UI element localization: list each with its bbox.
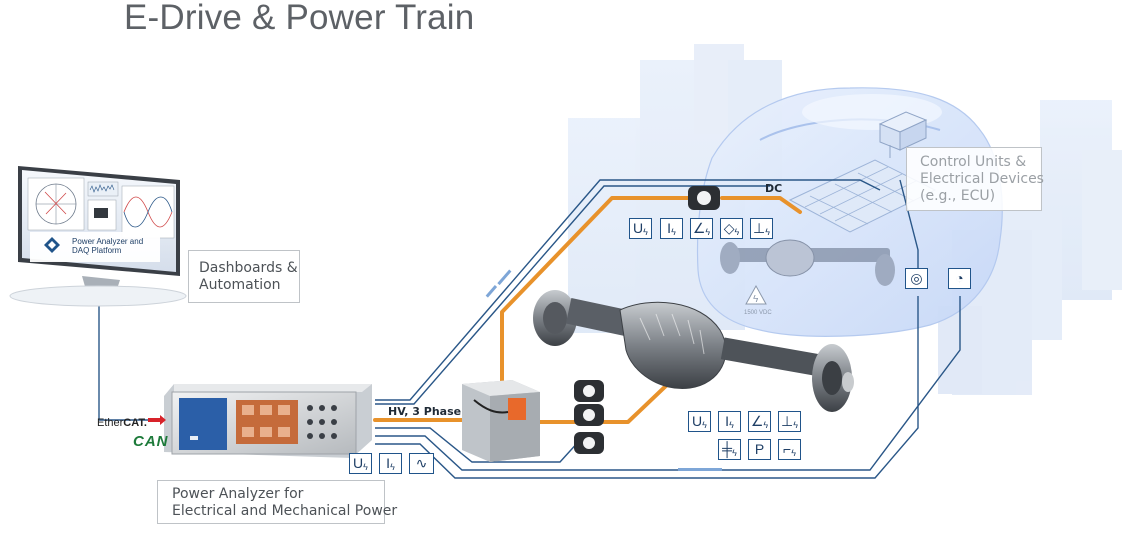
phase-angle-icon: ∠ϟ <box>748 411 771 432</box>
screen-caption-line-1: Power Analyzer and <box>72 237 144 246</box>
voltage-icon: Uϟ <box>629 218 652 239</box>
phase-angle-icon: ∠ϟ <box>690 218 713 239</box>
e-axle <box>533 290 854 412</box>
callout-dashboards-line-2: Automation <box>199 277 281 293</box>
torque-sensor-icon: ◎ <box>905 268 928 289</box>
platform-logo-icon <box>44 237 60 253</box>
voltage-icon: Uϟ <box>688 411 711 432</box>
callout-control-units-line-1: Control Units & <box>920 154 1027 170</box>
resistor-thermal-icon: ⊥ϟ <box>778 411 801 432</box>
callout-power-analyzer-line-1: Power Analyzer for <box>172 486 304 502</box>
callout-control-units-line-3: (e.g., ECU) <box>920 188 996 204</box>
car-rear-axle <box>720 239 895 286</box>
screen-caption-line-2: DAQ Platform <box>72 246 122 255</box>
ecu-device <box>878 111 928 158</box>
power-analyzer-rack <box>164 384 372 458</box>
callout-power-analyzer: Power Analyzer for Electrical and Mechan… <box>157 480 398 524</box>
current-icon: Iϟ <box>718 411 741 432</box>
dc-label: DC <box>765 182 783 195</box>
callout-control-units: Control Units & Electrical Devices (e.g.… <box>906 147 1044 211</box>
power-module-icon: ◇ϟ <box>720 218 743 239</box>
ethercat-arrow-icon <box>148 415 166 425</box>
capacitor-icon: ╪ϟ <box>718 439 741 460</box>
page-title: E-Drive & Power Train <box>124 0 475 37</box>
current-label: I <box>386 455 391 471</box>
sensor-battery <box>688 186 720 210</box>
inverter <box>462 380 540 462</box>
ethercat-logo-prefix: Ether <box>97 417 124 429</box>
current-icon: Iϟ <box>660 218 683 239</box>
battery-pack <box>788 159 937 233</box>
current-icon: Iϟ <box>379 453 402 474</box>
monitor <box>9 166 187 307</box>
callout-control-units-line-2: Electrical Devices <box>920 171 1044 187</box>
hv-3-phase-label: HV, 3 Phase <box>388 405 462 418</box>
battery-voltage-label: 1500 VDC <box>744 310 772 316</box>
current-label: I <box>667 220 672 236</box>
voltage-label: U <box>353 455 364 471</box>
voltage-icon: Uϟ <box>349 453 372 474</box>
screen-caption: Power Analyzer and DAQ Platform <box>72 237 143 255</box>
line-highlights <box>485 269 722 471</box>
current-label: I <box>725 413 730 429</box>
switch-icon: ⌐ϟ <box>778 439 801 460</box>
sine-phase-icon: ∿ <box>409 453 434 474</box>
callout-dashboards: Dashboards & Automation <box>188 250 300 303</box>
resistor-thermal-icon: ⊥ϟ <box>750 218 773 239</box>
callout-power-analyzer-line-2: Electrical and Mechanical Power <box>172 503 398 519</box>
svg-text:ϟ: ϟ <box>753 294 759 305</box>
can-logo: CAN <box>133 433 169 450</box>
callout-dashboards-line-1: Dashboards & <box>199 260 298 276</box>
ethercat-logo-main: CAT. <box>123 417 147 429</box>
ethercat-logo: EtherCAT. <box>97 417 147 429</box>
hv-warning-triangle: ϟ <box>745 284 767 305</box>
sensor-stack <box>574 380 604 454</box>
voltage-label: U <box>692 413 703 429</box>
power-icon: P <box>748 439 771 460</box>
power-label: P <box>754 441 765 457</box>
voltage-label: U <box>633 220 644 236</box>
gauge-icon: ◔ <box>948 268 971 289</box>
